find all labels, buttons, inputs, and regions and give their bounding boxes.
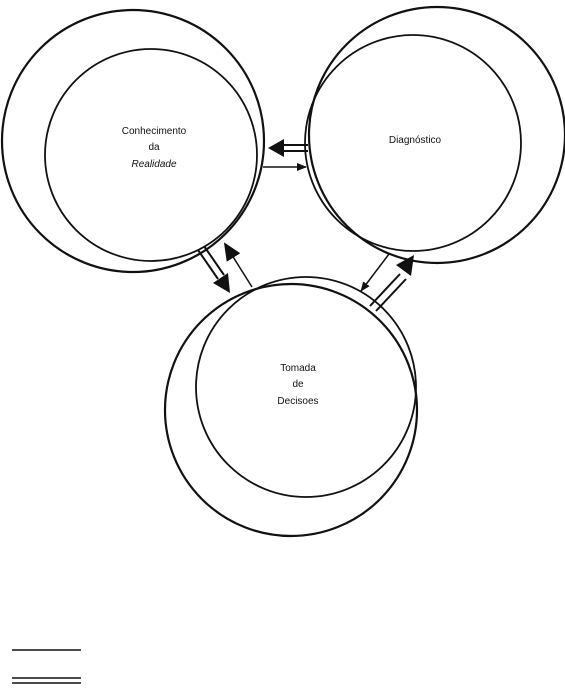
outer-circle [165,284,417,536]
node-label-line: de [292,379,304,390]
node-label-line: Tomada [280,363,316,374]
inner-circle [196,277,416,497]
node-diagnostico: Diagnóstico [305,7,565,263]
node-label-line: Diagnóstico [389,135,442,146]
single-arrow-diag-to-tomada [361,254,389,291]
legend-double-line [12,678,81,683]
node-label-line: Realidade [131,159,176,170]
inner-circle [45,49,257,261]
single-arrow-tomada-to-conhec [225,244,252,287]
outer-circle [2,10,264,272]
node-conhecimento: Conhecimento da Realidade [2,10,264,272]
node-label-line: Decisoes [277,396,318,407]
node-tomada: Tomada de Decisoes [165,277,417,536]
node-label-line: da [148,142,160,153]
node-label-line: Conhecimento [122,126,187,137]
double-arrow-diag-to-conhec [268,139,308,157]
legend [12,650,81,683]
